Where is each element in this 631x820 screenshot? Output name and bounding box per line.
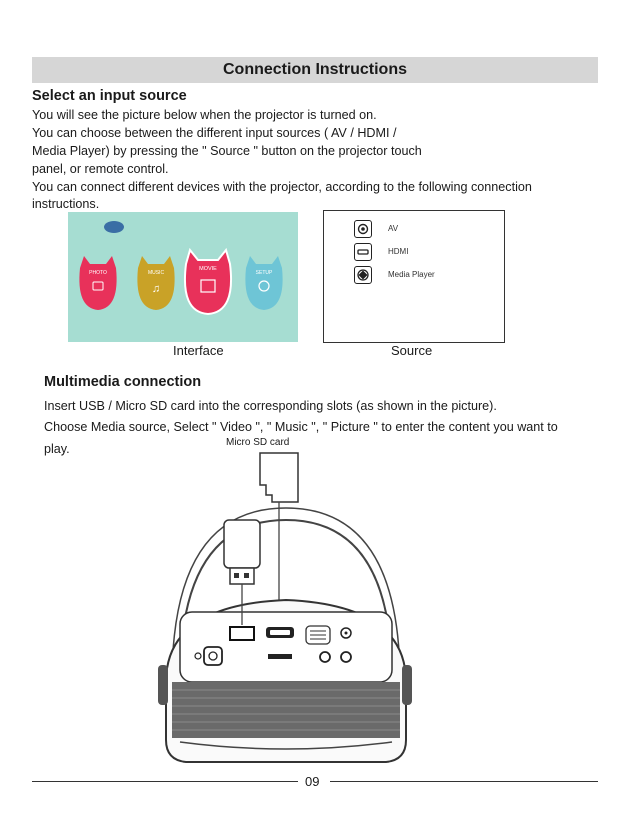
av-icon [354, 220, 372, 238]
paragraph-line: Insert USB / Micro SD card into the corr… [44, 399, 497, 413]
paragraph-line: instructions. [32, 197, 100, 211]
home-icon [104, 221, 124, 233]
setup-tile: SETUP [245, 256, 283, 310]
interface-screen-image: PHOTO MUSIC ♫ MOVIE SETUP [68, 212, 298, 342]
movie-tile: MOVIE [184, 247, 232, 316]
page-number: 09 [305, 774, 320, 789]
footer-divider-right [330, 781, 598, 782]
power-button-icon [203, 646, 223, 666]
paragraph-line: Choose Media source, Select " Video ", "… [44, 420, 558, 434]
page-title: Connection Instructions [32, 57, 598, 83]
section-heading-input-source: Select an input source [32, 88, 187, 104]
music-tile-label: MUSIC [148, 270, 165, 276]
music-tile: MUSIC ♫ [137, 256, 175, 310]
gear-icon [258, 280, 270, 292]
projector-drawing [158, 452, 412, 763]
film-icon [200, 279, 216, 293]
footer-divider-left [32, 781, 298, 782]
caption-interface: Interface [173, 343, 224, 358]
paragraph-line: play. [44, 442, 70, 456]
usb-port-icon [229, 626, 255, 641]
micro-sd-card-icon [259, 452, 299, 503]
paragraph-line: Media Player) by pressing the " Source "… [32, 144, 422, 158]
source-menu-image: AV HDMI Media Player [323, 210, 505, 343]
caption-source: Source [391, 343, 433, 358]
media-player-icon [354, 266, 372, 284]
camera-icon [92, 281, 104, 291]
paragraph-line: You will see the picture below when the … [32, 108, 377, 122]
av-jack-icon [319, 651, 331, 663]
projector-illustration [150, 450, 420, 770]
interface-illustration: PHOTO MUSIC ♫ MOVIE SETUP [68, 212, 298, 342]
source-item-label: HDMI [388, 247, 409, 256]
sd-slot-icon [268, 654, 292, 659]
music-note-icon: ♫ [152, 283, 160, 295]
audio-jack-icon [340, 651, 352, 663]
setup-tile-label: SETUP [256, 270, 273, 276]
section-heading-multimedia: Multimedia connection [44, 374, 202, 390]
micro-sd-label: Micro SD card [226, 437, 290, 448]
source-item-label: AV [388, 224, 399, 233]
paragraph-line: panel, or remote control. [32, 162, 169, 176]
hdmi-icon [354, 243, 372, 261]
movie-tile-label: MOVIE [199, 266, 217, 272]
paragraph-line: You can choose between the different inp… [32, 126, 397, 140]
usb-stick-icon [223, 519, 261, 569]
paragraph-line: You can connect different devices with t… [32, 180, 532, 194]
photo-tile: PHOTO [79, 256, 117, 310]
source-item-label: Media Player [388, 270, 435, 279]
photo-tile-label: PHOTO [89, 270, 107, 276]
